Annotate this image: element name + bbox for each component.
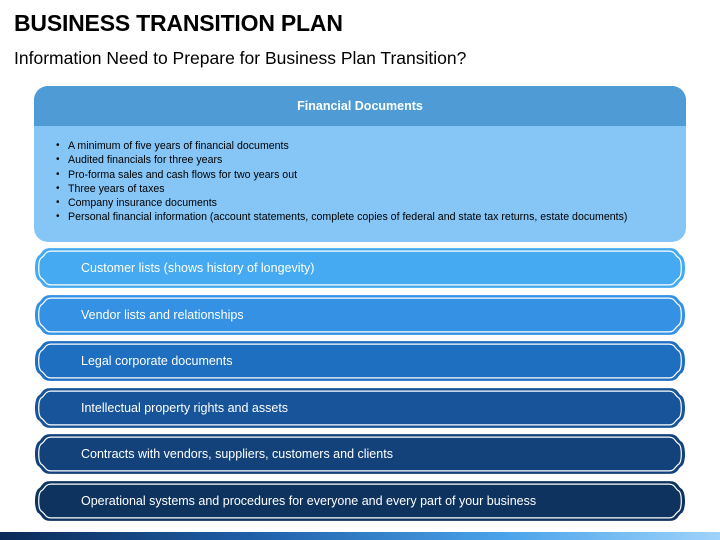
financial-documents-card: Financial Documents • A minimum of five y… — [34, 86, 686, 242]
list-item-text: Audited financials for three years — [68, 154, 223, 167]
list-item: • Company insurance documents — [56, 196, 686, 210]
document-band: Legal corporate documents — [34, 341, 686, 381]
financial-documents-header: Financial Documents — [34, 86, 686, 126]
list-item: • Audited financials for three years — [56, 153, 686, 167]
list-item: • Personal financial information (account… — [56, 210, 686, 224]
band-label: Operational systems and procedures for e… — [81, 493, 537, 508]
bullet-icon: • — [56, 182, 60, 194]
document-band: Operational systems and procedures for e… — [34, 480, 686, 521]
band-inner-outline — [38, 483, 682, 518]
list-item-text: Three years of taxes — [68, 182, 165, 195]
document-band: Customer lists (shows history of longevi… — [34, 248, 686, 288]
bullet-icon: • — [56, 168, 60, 180]
band-label: Customer lists (shows history of longevi… — [81, 261, 315, 275]
band-fill — [34, 387, 686, 428]
band-shape — [34, 480, 686, 521]
band-shape — [34, 248, 686, 288]
band-label: Contracts with vendors, suppliers, custo… — [81, 447, 393, 461]
document-band: Intellectual property rights and assets — [34, 387, 686, 428]
list-item-text: Pro-forma sales and cash flows for two y… — [68, 168, 298, 181]
band-inner-outline — [38, 250, 682, 286]
band-inner-outline — [38, 436, 682, 472]
band-label: Vendor lists and relationships — [81, 307, 244, 322]
list-item-text: Company insurance documents — [68, 197, 217, 210]
document-band: Contracts with vendors, suppliers, custo… — [34, 434, 686, 474]
bottom-accent-bar — [0, 532, 720, 540]
band-fill — [34, 294, 686, 335]
band-inner-outline — [38, 297, 682, 332]
list-item: • A minimum of five years of financial do… — [56, 139, 686, 153]
list-item: • Three years of taxes — [56, 182, 686, 196]
bullet-icon: • — [56, 154, 60, 166]
band-shape — [34, 341, 686, 381]
list-item-text: Personal financial information (account … — [68, 211, 628, 224]
band-fill — [34, 480, 686, 521]
band-inner-outline — [38, 390, 682, 425]
bullet-icon: • — [56, 211, 60, 223]
band-label: Legal corporate documents — [81, 354, 233, 368]
band-shape — [34, 294, 686, 335]
document-band: Vendor lists and relationships — [34, 294, 686, 335]
band-label: Intellectual property rights and assets — [81, 400, 289, 415]
bullet-icon: • — [56, 197, 60, 209]
financial-documents-list: • A minimum of five years of financial do… — [34, 126, 686, 225]
list-item-text: A minimum of five years of financial doc… — [68, 140, 289, 152]
band-fill — [34, 248, 686, 288]
band-fill — [34, 341, 686, 381]
bullet-icon: • — [56, 140, 60, 151]
band-fill — [34, 434, 686, 474]
slide-subtitle: Information Need to Prepare for Business… — [14, 48, 467, 68]
slide-title: BUSINESS TRANSITION PLAN — [14, 10, 343, 36]
list-item: • Pro-forma sales and cash flows for two … — [56, 168, 686, 182]
band-inner-outline — [38, 343, 682, 379]
band-shape — [34, 434, 686, 474]
band-shape — [34, 387, 686, 428]
